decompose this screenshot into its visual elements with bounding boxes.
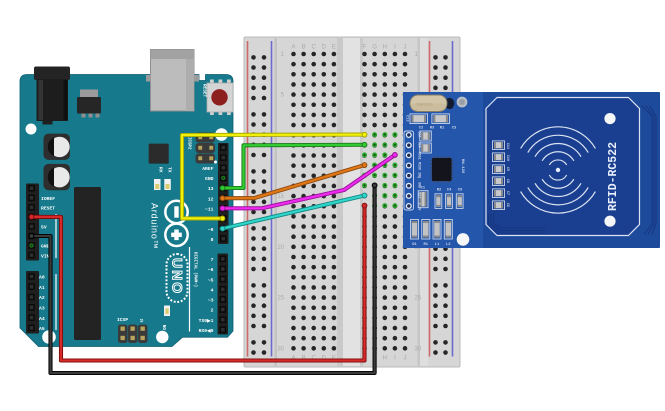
svg-text:RX0◀0: RX0◀0 <box>199 328 214 334</box>
svg-text:R2: R2 <box>437 189 442 193</box>
svg-text:C2: C2 <box>419 127 424 131</box>
svg-text:GND: GND <box>205 176 214 182</box>
svg-text:AREF: AREF <box>202 166 213 172</box>
svg-text:5V: 5V <box>41 225 47 231</box>
svg-text:30: 30 <box>415 346 422 352</box>
svg-text:~3: ~3 <box>208 298 214 304</box>
svg-text:A1: A1 <box>39 285 45 291</box>
svg-text:VIN: VIN <box>41 253 50 259</box>
svg-text:C3: C3 <box>452 127 457 131</box>
svg-text:13: 13 <box>208 186 214 192</box>
svg-text:4: 4 <box>211 288 214 294</box>
svg-text:12: 12 <box>208 196 214 202</box>
svg-text:1: 1 <box>415 52 419 58</box>
svg-text:~5: ~5 <box>208 277 214 283</box>
svg-text:IOREF: IOREF <box>41 196 55 202</box>
svg-text:F: F <box>363 45 367 51</box>
svg-text:C11: C11 <box>505 143 509 149</box>
svg-text:SDA: SDA <box>418 132 422 138</box>
svg-text:C13: C13 <box>405 115 409 121</box>
svg-text:H: H <box>383 45 387 51</box>
svg-text:A0: A0 <box>39 275 45 281</box>
svg-text:A5: A5 <box>39 326 45 332</box>
svg-text:D1: D1 <box>412 243 417 247</box>
svg-text:15: 15 <box>277 194 284 200</box>
svg-text:I: I <box>394 45 396 51</box>
svg-text:R3: R3 <box>430 127 435 131</box>
svg-text:B: B <box>302 45 306 51</box>
svg-text:RST: RST <box>418 192 422 198</box>
svg-text:C6: C6 <box>505 203 509 207</box>
svg-text:ICSP: ICSP <box>117 317 128 323</box>
svg-text:ICSP2: ICSP2 <box>187 137 191 150</box>
svg-text:E: E <box>332 45 336 51</box>
svg-text:~11: ~11 <box>205 207 214 213</box>
svg-text:J: J <box>404 45 407 51</box>
svg-text:A2: A2 <box>39 295 45 301</box>
svg-text:C8: C8 <box>505 179 509 183</box>
svg-text:G: G <box>372 45 377 51</box>
svg-text:L1: L1 <box>435 243 440 247</box>
svg-text:Arduino™: Arduino™ <box>150 203 160 249</box>
svg-text:DIGITAL (PWM~): DIGITAL (PWM~) <box>193 252 198 287</box>
svg-text:A3: A3 <box>39 306 45 312</box>
svg-text:5: 5 <box>281 93 285 99</box>
svg-text:3.3V: 3.3V <box>418 203 422 211</box>
svg-text:20: 20 <box>277 245 284 251</box>
svg-text:25: 25 <box>415 296 422 302</box>
svg-text:I: I <box>394 356 396 362</box>
svg-text:~6: ~6 <box>208 267 214 273</box>
svg-text:25: 25 <box>277 296 284 302</box>
svg-text:ON: ON <box>163 324 168 330</box>
svg-text:RESET: RESET <box>202 84 207 98</box>
svg-text:8: 8 <box>211 237 214 243</box>
svg-text:MOSI: MOSI <box>418 152 422 160</box>
svg-text:~9: ~9 <box>208 227 214 233</box>
svg-text:UNO: UNO <box>170 258 186 295</box>
svg-text:C1: C1 <box>421 187 425 191</box>
svg-text:16M2120: 16M2120 <box>416 104 433 108</box>
svg-text:R1: R1 <box>424 243 429 247</box>
svg-text:J: J <box>404 356 407 362</box>
svg-text:A4: A4 <box>39 316 45 322</box>
svg-text:RX: RX <box>158 167 164 173</box>
svg-text:GND: GND <box>418 182 422 188</box>
svg-text:7: 7 <box>211 257 214 263</box>
svg-text:RFID-RC522: RFID-RC522 <box>607 142 620 211</box>
svg-text:H: H <box>383 356 387 362</box>
svg-text:MISO: MISO <box>418 162 422 170</box>
svg-text:R1: R1 <box>440 127 445 131</box>
svg-text:C7: C7 <box>505 191 509 195</box>
svg-text:C: C <box>312 45 317 51</box>
svg-text:GND: GND <box>41 244 50 250</box>
svg-text:SCK: SCK <box>418 142 422 148</box>
svg-text:C10: C10 <box>505 155 509 161</box>
svg-text:30: 30 <box>277 346 284 352</box>
svg-text:2: 2 <box>211 308 214 314</box>
svg-text:L2: L2 <box>446 243 451 247</box>
svg-text:HW-126: HW-126 <box>460 159 464 174</box>
svg-text:⎋: ⎋ <box>140 319 144 324</box>
svg-text:C4: C4 <box>447 189 452 193</box>
svg-text:IRQ: IRQ <box>418 172 422 178</box>
svg-text:1: 1 <box>281 52 285 58</box>
svg-text:D: D <box>322 45 327 51</box>
svg-text:TX: TX <box>167 167 173 173</box>
svg-text:RESET: RESET <box>41 206 55 212</box>
svg-text:TX0▶1: TX0▶1 <box>199 318 214 324</box>
svg-text:C9: C9 <box>505 167 509 171</box>
svg-text:A: A <box>291 45 295 51</box>
svg-text:C9: C9 <box>458 189 463 193</box>
